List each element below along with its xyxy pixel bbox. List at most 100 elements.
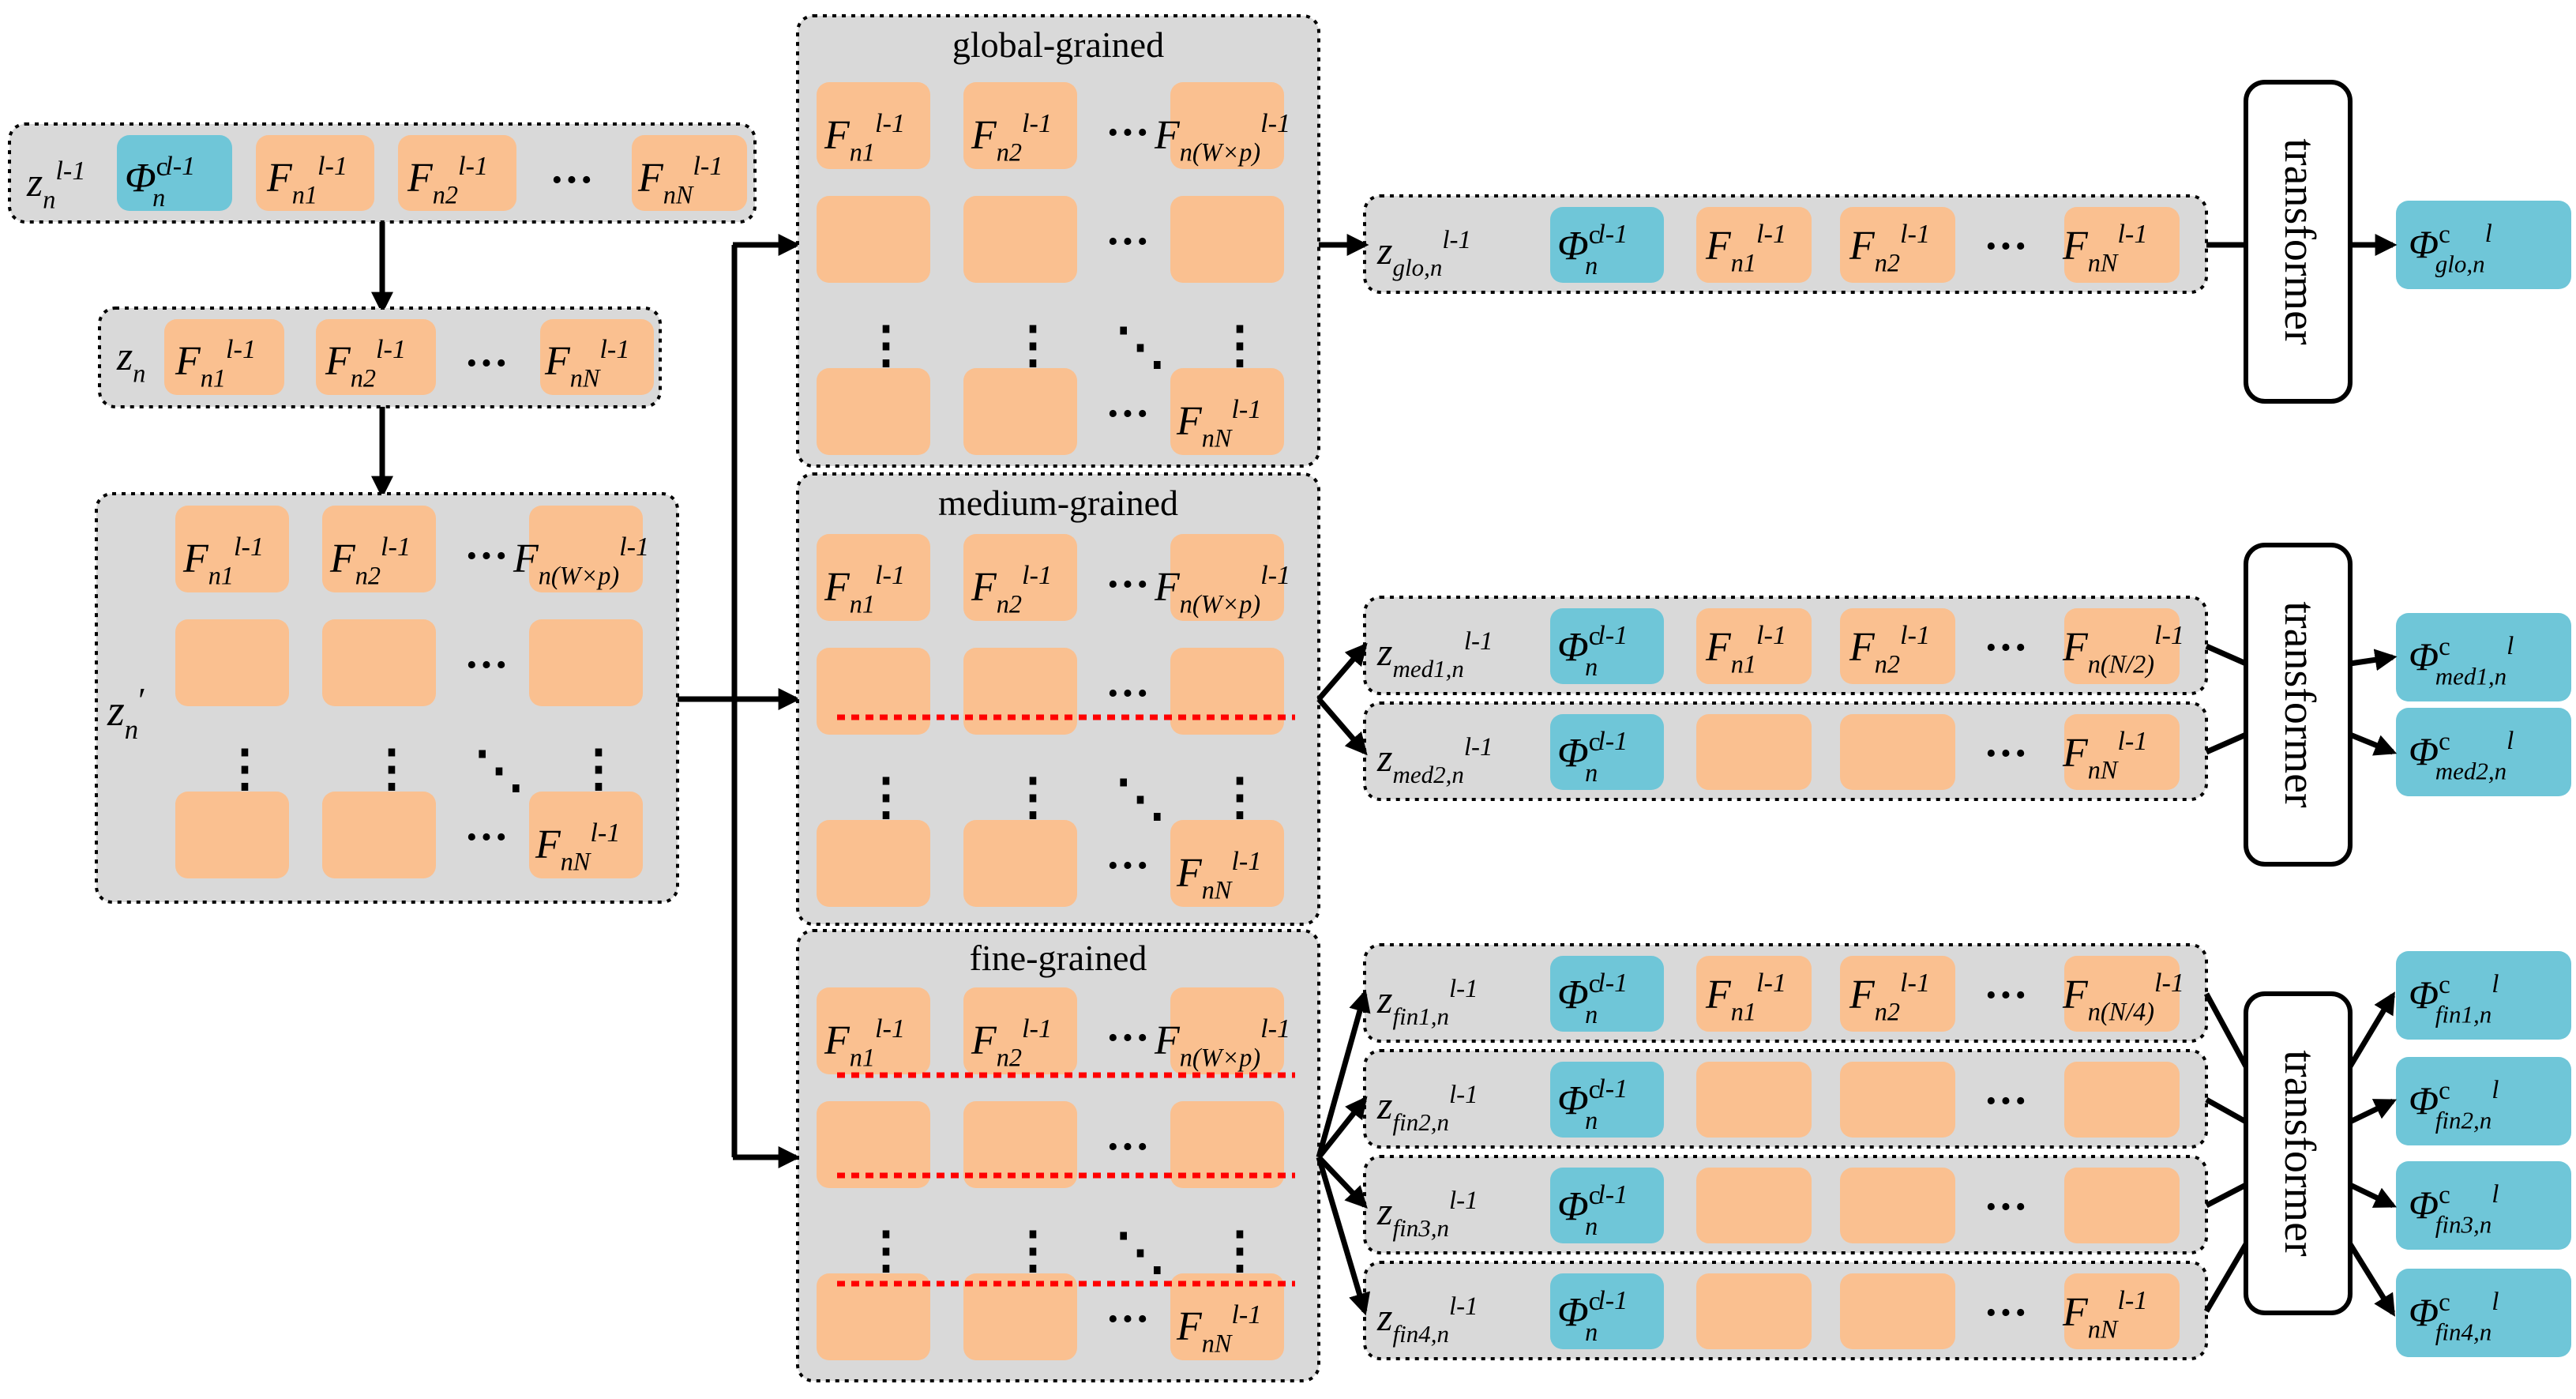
output-fin2-cell xyxy=(2396,1057,2571,1145)
medium-vdots-c2: ⋮ xyxy=(1008,769,1058,825)
transformer-medium xyxy=(2244,543,2353,867)
seq-fin1-f2-label: Fn2l-1 xyxy=(1849,968,1930,1025)
global-fWp-label: Fn(W×p)l-1 xyxy=(1154,108,1290,166)
token-cell-n1 xyxy=(256,135,374,211)
seq-fin2-z-label: zfin2,nl-1 xyxy=(1376,1081,1478,1136)
global-f1-label: Fn1l-1 xyxy=(824,108,905,166)
token-cell-nN xyxy=(632,135,747,211)
seq-fin4-class-token xyxy=(1550,1273,1664,1349)
medium-f2-label: Fn2l-1 xyxy=(971,560,1052,618)
fine-fN-label: FnNl-1 xyxy=(1176,1299,1262,1357)
fine-cell-r1c2 xyxy=(963,987,1077,1074)
arrow-fine-to-fin2 xyxy=(1316,1096,1368,1160)
medium-fWp-label: Fn(W×p)l-1 xyxy=(1154,560,1290,618)
medium-ddots: ⋱ xyxy=(1115,770,1166,826)
fine-cell-rNc2 xyxy=(963,1273,1077,1360)
seq-glo-z-label: zglo,nl-1 xyxy=(1376,226,1471,281)
arrow-fine-to-fin3 xyxy=(1316,1155,1368,1209)
seq-fin2-token-1 xyxy=(1696,1062,1812,1138)
grid-cell-rNcN xyxy=(529,792,643,878)
seq-med2-ellipsis: ··· xyxy=(1984,729,2028,778)
seq-fin1-ellipsis: ··· xyxy=(1984,971,2028,1020)
medium-hdots-rN: ··· xyxy=(1106,841,1150,890)
arrow-output-fin1 xyxy=(2347,991,2396,1068)
arrow-output-med1 xyxy=(2349,649,2398,671)
seq-fin4-token-2 xyxy=(1840,1273,1955,1349)
grid-hdots-rN: ··· xyxy=(464,813,509,862)
fine-cell-rNcN xyxy=(1170,1273,1284,1360)
seq-fin4-token-last xyxy=(2064,1273,2180,1349)
global-vdots-c2: ⋮ xyxy=(1008,317,1058,373)
global-cell-rNc1 xyxy=(817,368,930,455)
global-cell-rNcN xyxy=(1170,368,1284,455)
arrow-medium-to-med2 xyxy=(1316,697,1368,756)
seq-fin3-class-token xyxy=(1550,1168,1664,1243)
output-med1-cell xyxy=(2396,613,2571,701)
seq-med2-class-token xyxy=(1550,714,1664,790)
grid-cell-r1c2 xyxy=(322,506,436,592)
seq-med2-token-2 xyxy=(1840,714,1955,790)
fine-hdots-r2: ··· xyxy=(1106,1123,1150,1171)
patch-fN-label: FnNl-1 xyxy=(544,334,630,392)
grid-vdots-cN: ⋮ xyxy=(573,740,624,796)
seq-glo-class-token xyxy=(1550,207,1664,283)
seq-med1-last-label: Fn(N/2)l-1 xyxy=(2062,620,2184,678)
fine-hdots-r1: ··· xyxy=(1106,1014,1150,1062)
seq-glo-ellipsis: ··· xyxy=(1984,222,2028,271)
seq-med2-token-1 xyxy=(1696,714,1812,790)
grid-z-prime-label: zn′ xyxy=(107,680,146,745)
input-z-label: znl-1 xyxy=(26,156,86,213)
medium-vdots-cN: ⋮ xyxy=(1215,769,1265,825)
seq-med1-z-label: zmed1,nl-1 xyxy=(1376,627,1493,683)
seq-fin4-z-label: zfin4,nl-1 xyxy=(1376,1292,1478,1348)
output-fin3-cell xyxy=(2396,1161,2571,1250)
medium-cell-r1cN xyxy=(1170,534,1284,621)
fine-cell-rNc1 xyxy=(817,1273,930,1360)
input-ellipsis: ··· xyxy=(550,156,594,205)
transformer-fine-label: transformer xyxy=(2275,1050,2324,1257)
arrow-fine-to-fin4 xyxy=(1316,1156,1371,1316)
seq-fin1-token-last xyxy=(2064,956,2180,1032)
medium-hdots-r1: ··· xyxy=(1106,560,1150,609)
seq-glo-token-2 xyxy=(1840,207,1955,283)
seq-fin1-f1-label: Fn1l-1 xyxy=(1705,968,1786,1025)
fine-vdots-cN: ⋮ xyxy=(1215,1222,1265,1278)
conn-med2-transformer xyxy=(2205,731,2247,755)
global-cell-r1c2 xyxy=(963,82,1077,169)
global-vdots-c1: ⋮ xyxy=(861,317,911,373)
global-fN-label: FnNl-1 xyxy=(1176,394,1262,452)
grid-cell-r2c2 xyxy=(322,619,436,706)
seq-glo-last-label: FnNl-1 xyxy=(2062,219,2148,276)
seq-med1-f2-label: Fn2l-1 xyxy=(1849,620,1930,678)
global-cell-r1cN xyxy=(1170,82,1284,169)
global-cell-r2c2 xyxy=(963,196,1077,283)
seq-fin3-token-1 xyxy=(1696,1168,1812,1243)
seq-fin1-class-token xyxy=(1550,956,1664,1032)
medium-cell-r2cN xyxy=(1170,648,1284,735)
transformer-global xyxy=(2244,80,2353,404)
fine-f2-label: Fn2l-1 xyxy=(971,1014,1052,1071)
patch-cell-n1 xyxy=(164,319,284,395)
fine-fWp-label: Fn(W×p)l-1 xyxy=(1154,1014,1290,1071)
grid-f2-label: Fn2l-1 xyxy=(329,532,411,589)
seq-med1-token-last xyxy=(2064,608,2180,684)
fine-cell-r2c2 xyxy=(963,1101,1077,1188)
seq-fin1-last-label: Fn(N/4)l-1 xyxy=(2062,968,2184,1025)
seq-med1-f1-label: Fn1l-1 xyxy=(1705,620,1786,678)
global-hdots-rN: ··· xyxy=(1106,389,1150,438)
medium-cell-r2c1 xyxy=(817,648,930,735)
conn-fin2-transformer xyxy=(2205,1096,2247,1125)
fine-cell-r2c1 xyxy=(817,1101,930,1188)
global-hdots-r2: ··· xyxy=(1106,217,1150,266)
global-vdots-cN: ⋮ xyxy=(1215,317,1265,373)
